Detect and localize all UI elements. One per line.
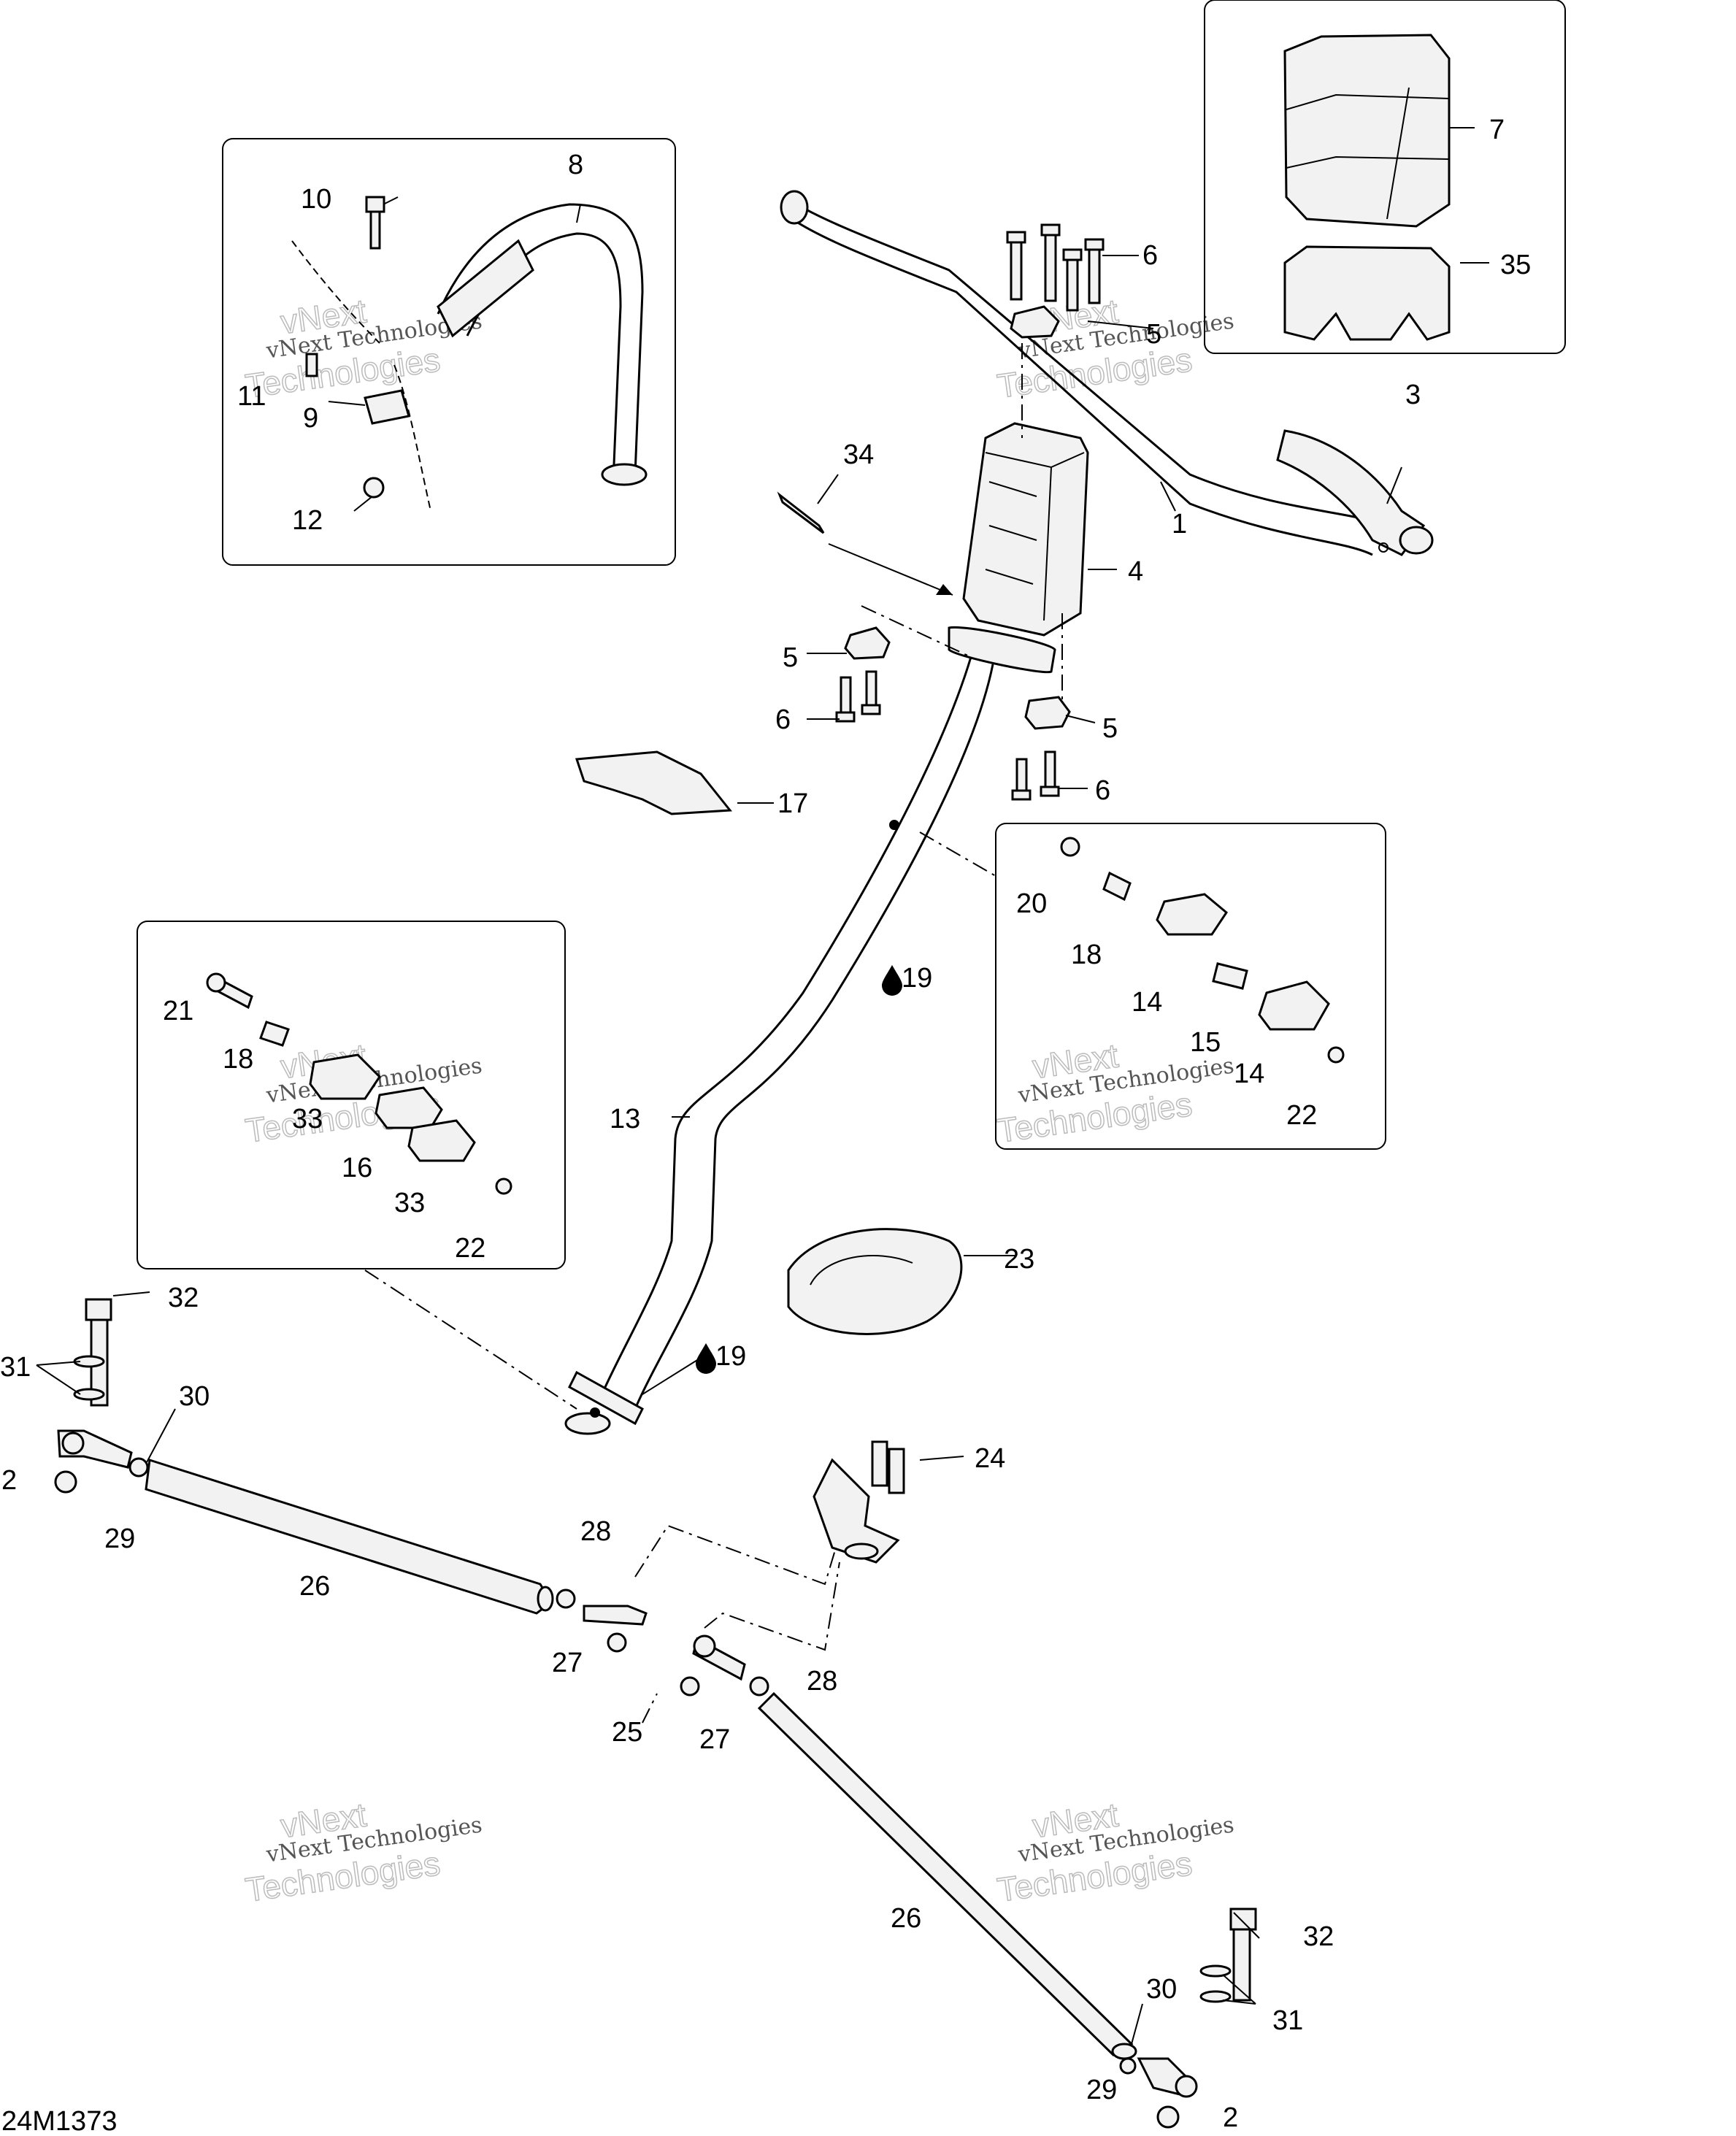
drop-icon: [882, 965, 902, 996]
clamp-assembly-left: [206, 972, 512, 1195]
label-22: 22: [1286, 1100, 1317, 1131]
label-26: 26: [299, 1571, 330, 1602]
label-30: 30: [1146, 1974, 1177, 2005]
clamp-assembly-right: [1060, 837, 1345, 1064]
label-13: 13: [610, 1104, 640, 1134]
label-11: 11: [237, 381, 266, 412]
upper-clamp: [1010, 305, 1060, 339]
handlebar: [780, 190, 1434, 556]
label-19: 19: [715, 1341, 746, 1372]
label-16: 16: [342, 1153, 372, 1183]
pitman-arm-bracket: [813, 1440, 905, 1564]
label-8: 8: [568, 150, 583, 180]
lower-clamp-left: [835, 626, 891, 723]
tie-rod-left: [145, 1459, 554, 1615]
label-31: 31: [1272, 2005, 1303, 2036]
label-29: 29: [104, 1524, 135, 1554]
lower-clamp-right: [1011, 696, 1071, 801]
fasteners-center: [556, 1588, 769, 1697]
label-26: 26: [891, 1903, 921, 1934]
label-35: 35: [1500, 250, 1531, 280]
label-23: 23: [1004, 1244, 1034, 1275]
bolt-set-upper: [1006, 223, 1105, 312]
steering-column: [564, 626, 1056, 1435]
label-29: 29: [1086, 2075, 1117, 2105]
label-18: 18: [1071, 940, 1102, 970]
label-32: 32: [168, 1283, 199, 1313]
column-boot: [787, 1228, 963, 1335]
label-10: 10: [301, 184, 331, 215]
grab-handle: [291, 196, 648, 512]
label-6: 6: [1142, 240, 1158, 271]
label-19: 19: [902, 963, 932, 994]
label-30: 30: [179, 1381, 210, 1412]
label-31: 31: [0, 1352, 31, 1383]
drop-icon: [696, 1343, 716, 1374]
detail-box-pad: [1204, 0, 1566, 354]
label-28: 28: [807, 1666, 837, 1697]
riser-block: [962, 422, 1089, 637]
label-6: 6: [1095, 775, 1110, 806]
steering-plate: [575, 750, 732, 815]
label-32: 32: [1303, 1921, 1334, 1952]
label-9: 9: [303, 403, 318, 434]
label-5: 5: [1102, 713, 1118, 744]
callout-leaders: [36, 127, 1489, 2045]
label-18: 18: [223, 1044, 253, 1075]
label-5: 5: [1146, 319, 1161, 350]
label-14: 14: [1234, 1059, 1264, 1089]
label-14: 14: [1132, 987, 1162, 1018]
diagram-code: 24M1373: [1, 2106, 117, 2136]
label-6: 6: [775, 704, 791, 735]
label-34: 34: [843, 439, 874, 470]
label-28: 28: [580, 1516, 611, 1547]
label-5: 5: [783, 642, 798, 673]
watermark: vNext vNext Technologies Technologies: [994, 1795, 1236, 1910]
label-24: 24: [975, 1443, 1005, 1474]
label-1: 1: [1172, 509, 1187, 539]
label-33: 33: [394, 1188, 425, 1218]
detail-box-grab-handle: [222, 138, 676, 566]
label-2: 2: [1223, 2102, 1238, 2133]
handlebar-pad: [1283, 34, 1451, 228]
label-7: 7: [1489, 115, 1505, 145]
part-labels: 1 3 4 5 5 5 6 6 6 7 35 8 10 11 9 12 34 1…: [0, 115, 1531, 2136]
watermark: vNext vNext Technologies Technologies: [994, 291, 1236, 406]
label-2: 2: [1, 1465, 17, 1496]
label-21: 21: [163, 996, 193, 1026]
label-33: 33: [292, 1104, 323, 1134]
label-3: 3: [1405, 380, 1421, 410]
pin: [777, 491, 825, 534]
detail-box-clamp-right: [995, 823, 1386, 1150]
label-25: 25: [612, 1717, 642, 1748]
label-27: 27: [699, 1724, 730, 1755]
detail-box-clamp-left: [137, 921, 566, 1269]
label-12: 12: [292, 505, 323, 536]
label-27: 27: [552, 1648, 583, 1678]
label-15: 15: [1190, 1027, 1221, 1058]
pad-foam: [1283, 245, 1451, 341]
label-20: 20: [1016, 888, 1047, 919]
fasteners-left-end: [54, 1298, 149, 1494]
watermark: vNext vNext Technologies Technologies: [242, 1795, 484, 1910]
label-17: 17: [777, 788, 808, 819]
fasteners-right-end: [1119, 1908, 1257, 2129]
label-4: 4: [1128, 556, 1143, 587]
leader-lines: [364, 343, 1063, 1724]
label-22: 22: [455, 1233, 485, 1264]
